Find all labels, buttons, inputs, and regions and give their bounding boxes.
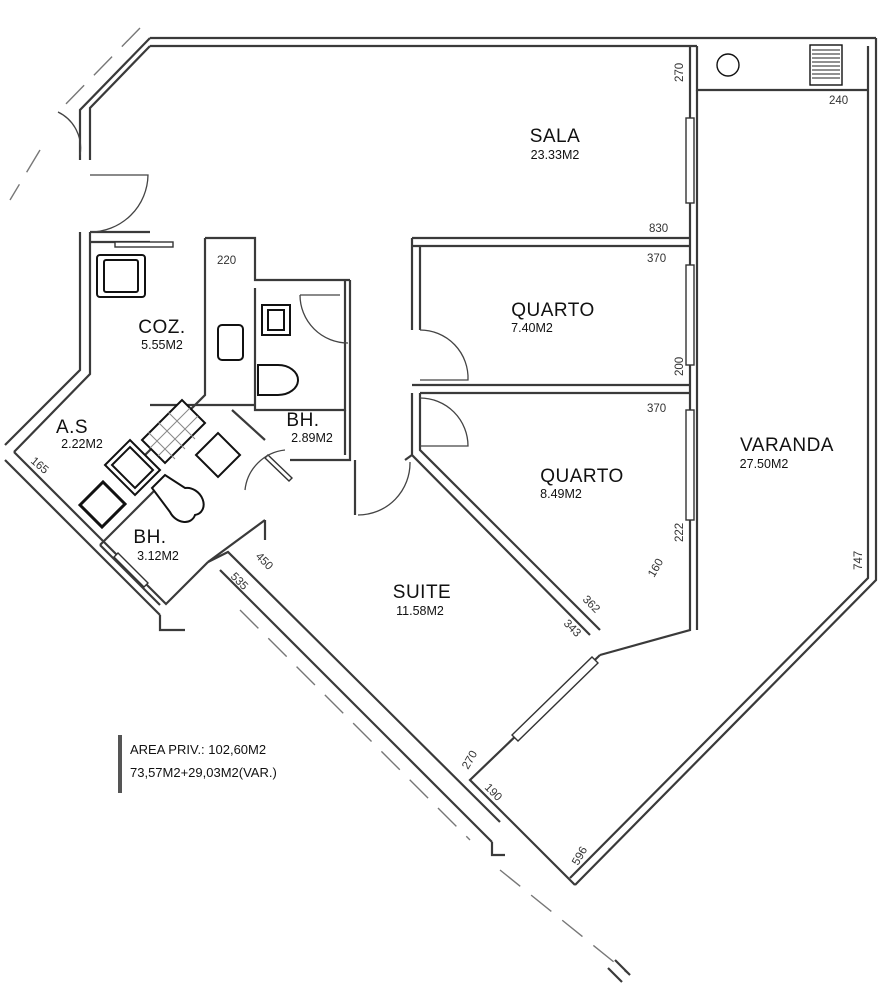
suite-door (357, 461, 411, 516)
room-name-sala: SALA (530, 126, 581, 147)
room-area-coz: 5.55M2 (141, 338, 183, 352)
room-area-as: 2.22M2 (61, 437, 103, 451)
suite-window (511, 656, 599, 742)
windows (113, 117, 695, 742)
quarto2-window (685, 409, 695, 521)
varanda-grill (809, 44, 843, 86)
note-bar (118, 735, 122, 793)
room-name-as: A.S (56, 417, 88, 438)
room-name-quarto-2: QUARTO (540, 466, 624, 487)
doors (57, 111, 469, 516)
quarto1-window (685, 264, 695, 366)
context-lines (9, 27, 631, 976)
sala-window (685, 117, 695, 204)
dim-596: 596 (570, 845, 590, 868)
dim-220: 220 (217, 255, 236, 267)
bh2-toilet (150, 473, 205, 523)
dim-160: 160 (646, 557, 666, 580)
room-area-suite: 11.58M2 (396, 604, 444, 618)
quarto1-door (419, 329, 469, 381)
room-name-suite: SUITE (393, 582, 451, 603)
dim-165: 165 (28, 455, 50, 477)
bh2-sink (194, 431, 242, 479)
room-area-bh-2: 3.12M2 (137, 549, 179, 563)
stove (217, 324, 244, 361)
room-name-quarto-1: QUARTO (511, 300, 595, 321)
dim-270-top: 270 (674, 63, 686, 82)
dim-830: 830 (649, 223, 668, 235)
dim-270-bottom: 270 (460, 749, 480, 772)
dim-343: 343 (561, 618, 583, 640)
entry-door (89, 174, 149, 233)
room-area-quarto-1: 7.40M2 (511, 321, 553, 335)
varanda-drain (716, 53, 740, 77)
kitchen-window (114, 241, 174, 248)
bh1-door (299, 294, 349, 344)
room-area-varanda: 27.50M2 (740, 457, 789, 471)
room-name-varanda: VARANDA (740, 435, 834, 456)
room-area-sala: 23.33M2 (531, 148, 580, 162)
interior-walls (90, 46, 699, 657)
laundry-grid (140, 398, 207, 465)
bh2-window (113, 552, 149, 588)
dim-450: 450 (253, 551, 275, 573)
bh1-window (263, 454, 294, 482)
quarto2-door (419, 397, 469, 447)
dim-222: 222 (674, 523, 686, 542)
room-name-coz: COZ. (138, 317, 185, 338)
dim-190: 190 (482, 782, 504, 804)
dim-240: 240 (829, 95, 848, 107)
room-area-quarto-2: 8.49M2 (540, 487, 582, 501)
fixtures (77, 44, 843, 530)
dim-747: 747 (853, 551, 865, 570)
dim-535: 535 (228, 571, 250, 593)
bh2-door (244, 449, 286, 491)
room-name-bh-1: BH. (286, 410, 319, 431)
dim-370-b: 370 (647, 403, 666, 415)
dim-370-a: 370 (647, 253, 666, 265)
area-note-line-2: 73,57M2+29,03M2(VAR.) (130, 765, 277, 780)
room-name-bh-2: BH. (133, 527, 166, 548)
dim-200: 200 (674, 357, 686, 376)
outer-door (57, 111, 82, 156)
area-note-line-1: AREA PRIV.: 102,60M2 (130, 742, 266, 757)
bh1-toilet (257, 364, 300, 396)
tank (77, 479, 128, 530)
room-area-bh-1: 2.89M2 (291, 431, 333, 445)
